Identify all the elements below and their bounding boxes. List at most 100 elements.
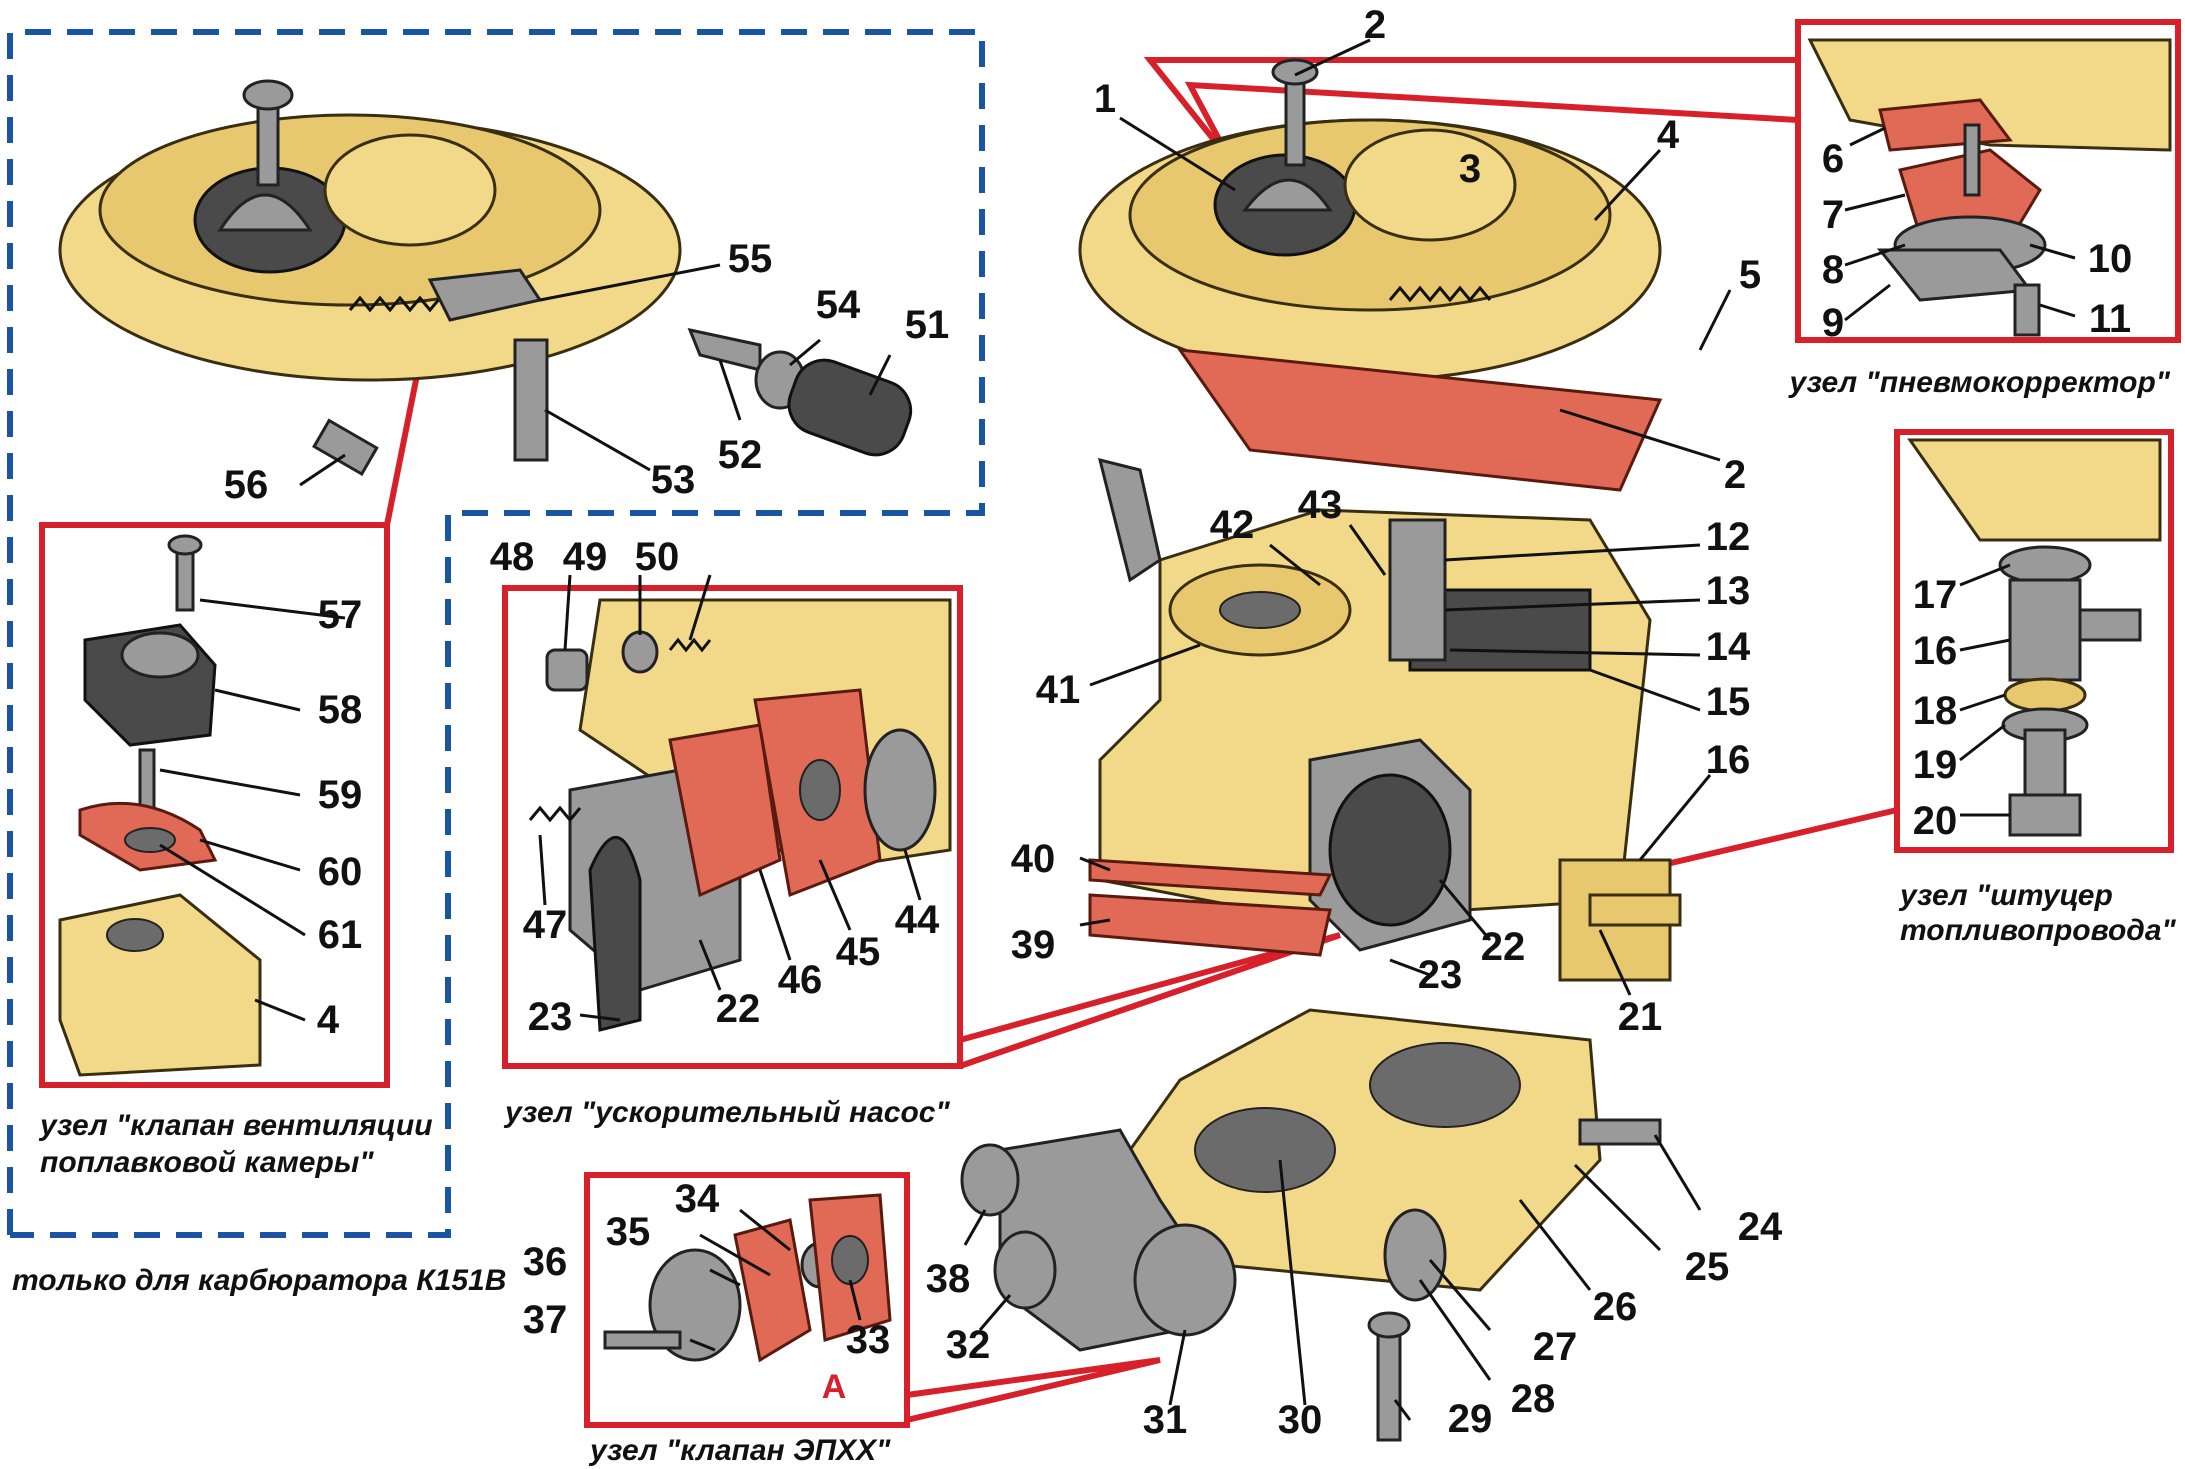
- fitting-16: [2008, 578, 2082, 682]
- pump-cover-dome: [1328, 773, 1452, 927]
- callout-46: 46: [778, 958, 823, 1002]
- emulsion-tubes: [1388, 518, 1447, 662]
- k151v-intake-right: [323, 133, 497, 247]
- callout-24: 24: [1738, 1205, 1783, 1249]
- k151v-damper: [217, 193, 313, 232]
- pneumocorrector-frame: [1795, 19, 2181, 343]
- callout-1: 1: [1094, 77, 1116, 121]
- side-bracket: [1097, 457, 1162, 583]
- callout-35: 35: [606, 1210, 651, 1254]
- callout-61: 61: [318, 913, 363, 957]
- epxx-cap-31: [1133, 1223, 1237, 1337]
- air-intake-right: [1343, 128, 1517, 242]
- caption-vent-valve-1: узел "клапан вентиляции: [38, 1109, 433, 1142]
- spring-47: [528, 805, 582, 823]
- callout-47: 47: [523, 903, 568, 947]
- callout-4: 4: [1657, 113, 1680, 157]
- screw-2-head: [1271, 58, 1319, 86]
- callout-56: 56: [224, 463, 269, 507]
- throttle-bore-right: [1369, 1042, 1521, 1128]
- callout-16-detail: 16: [1913, 629, 1958, 673]
- callout-17: 17: [1913, 573, 1958, 617]
- cover-fragment-hole: [106, 918, 164, 952]
- link-epxx-valve: [906, 1357, 1161, 1423]
- callout-32: 32: [946, 1323, 991, 1367]
- fuel-fitting-tube: [1588, 893, 1682, 927]
- callout-55: 55: [728, 237, 773, 281]
- callout-6: 6: [1822, 137, 1844, 181]
- plug-48: [545, 648, 589, 692]
- valve-50: [668, 637, 712, 653]
- callout-50: 50: [635, 535, 680, 579]
- nozzle-38: [960, 1143, 1020, 1217]
- caption-epxx-valve: узел "клапан ЭПХХ": [588, 1434, 891, 1467]
- callout-20: 20: [1913, 799, 1958, 843]
- callout-44: 44: [895, 898, 940, 942]
- screw-11: [2013, 283, 2041, 337]
- callout-2-top: 2: [1364, 3, 1386, 47]
- callout-52: 52: [718, 433, 763, 477]
- body-9: [1876, 248, 2033, 302]
- pin-7: [1963, 123, 1981, 197]
- callout-13: 13: [1706, 569, 1751, 613]
- callout-8: 8: [1822, 248, 1844, 292]
- vent-valve-parts: [58, 534, 262, 1077]
- callout-48: 48: [490, 535, 535, 579]
- stem-37: [603, 1330, 682, 1350]
- callout-39: 39: [1011, 923, 1056, 967]
- callout-numbers: 1 2 3 4 5 2 6 7 8 9 10 11 12 13 14 15 16…: [224, 3, 2133, 1442]
- callout-4-detail: 4: [317, 998, 340, 1042]
- k151v-only-dashed-frame: [7, 29, 985, 1238]
- diaphragm-34: [733, 1218, 812, 1363]
- callout-27: 27: [1533, 1325, 1578, 1369]
- main-carburetor: [960, 58, 1682, 1442]
- detail-a-label: А: [822, 1368, 847, 1406]
- throttle-lever-28: [1383, 1208, 1447, 1302]
- pneumocorrector-parts: [1807, 38, 2172, 337]
- cap-58-top: [120, 631, 200, 679]
- caption-vent-valve-2: поплавковой камеры": [40, 1146, 374, 1179]
- link-accelerator-pump: [959, 932, 1341, 1069]
- callout-22-detail: 22: [716, 987, 761, 1031]
- callout-29: 29: [1448, 1397, 1493, 1441]
- callout-60: 60: [318, 850, 363, 894]
- callout-41: 41: [1036, 668, 1081, 712]
- k151v-cover-assembly: [58, 79, 913, 477]
- callout-9: 9: [1822, 301, 1844, 345]
- callout-14: 14: [1706, 625, 1751, 669]
- callout-3: 3: [1459, 147, 1481, 191]
- callout-45: 45: [836, 930, 881, 974]
- throttle-bore-left: [1194, 1107, 1336, 1193]
- gasket-40: [1088, 858, 1333, 897]
- callout-11: 11: [2089, 297, 2131, 341]
- callout-42: 42: [1210, 503, 1255, 547]
- callout-33: 33: [846, 1318, 891, 1362]
- frames: [7, 19, 2181, 1428]
- top-gasket: [1176, 348, 1663, 492]
- callout-16-main: 16: [1706, 738, 1751, 782]
- idle-cylinder-32: [993, 1230, 1057, 1310]
- callout-58: 58: [318, 688, 363, 732]
- gasket-39: [1088, 893, 1332, 957]
- lead-52: [687, 327, 762, 372]
- caption-accelerator-pump: узел "ускорительный насос": [503, 1096, 950, 1129]
- solenoid-51: [787, 358, 913, 457]
- k151v-screw-head: [242, 79, 294, 111]
- callout-57: 57: [318, 593, 363, 637]
- callout-23-detail: 23: [528, 995, 573, 1039]
- k151v-stud-53: [513, 338, 549, 462]
- pump-lever-23: [588, 836, 642, 1032]
- caption-only-k151v: только для карбюратора К151В: [12, 1264, 506, 1297]
- fitting-16-tube: [2078, 608, 2142, 642]
- callout-25: 25: [1685, 1245, 1730, 1289]
- callout-53: 53: [651, 458, 696, 502]
- accelerator-pump-parts: [528, 598, 952, 1032]
- k151v-spring: [348, 295, 452, 313]
- fuel-fitting-parts: [1907, 438, 2162, 837]
- cover-fragment-4: [58, 893, 262, 1077]
- callout-18: 18: [1913, 689, 1958, 733]
- spring-44: [863, 728, 937, 852]
- washer-18: [2003, 677, 2087, 713]
- callout-40: 40: [1011, 837, 1056, 881]
